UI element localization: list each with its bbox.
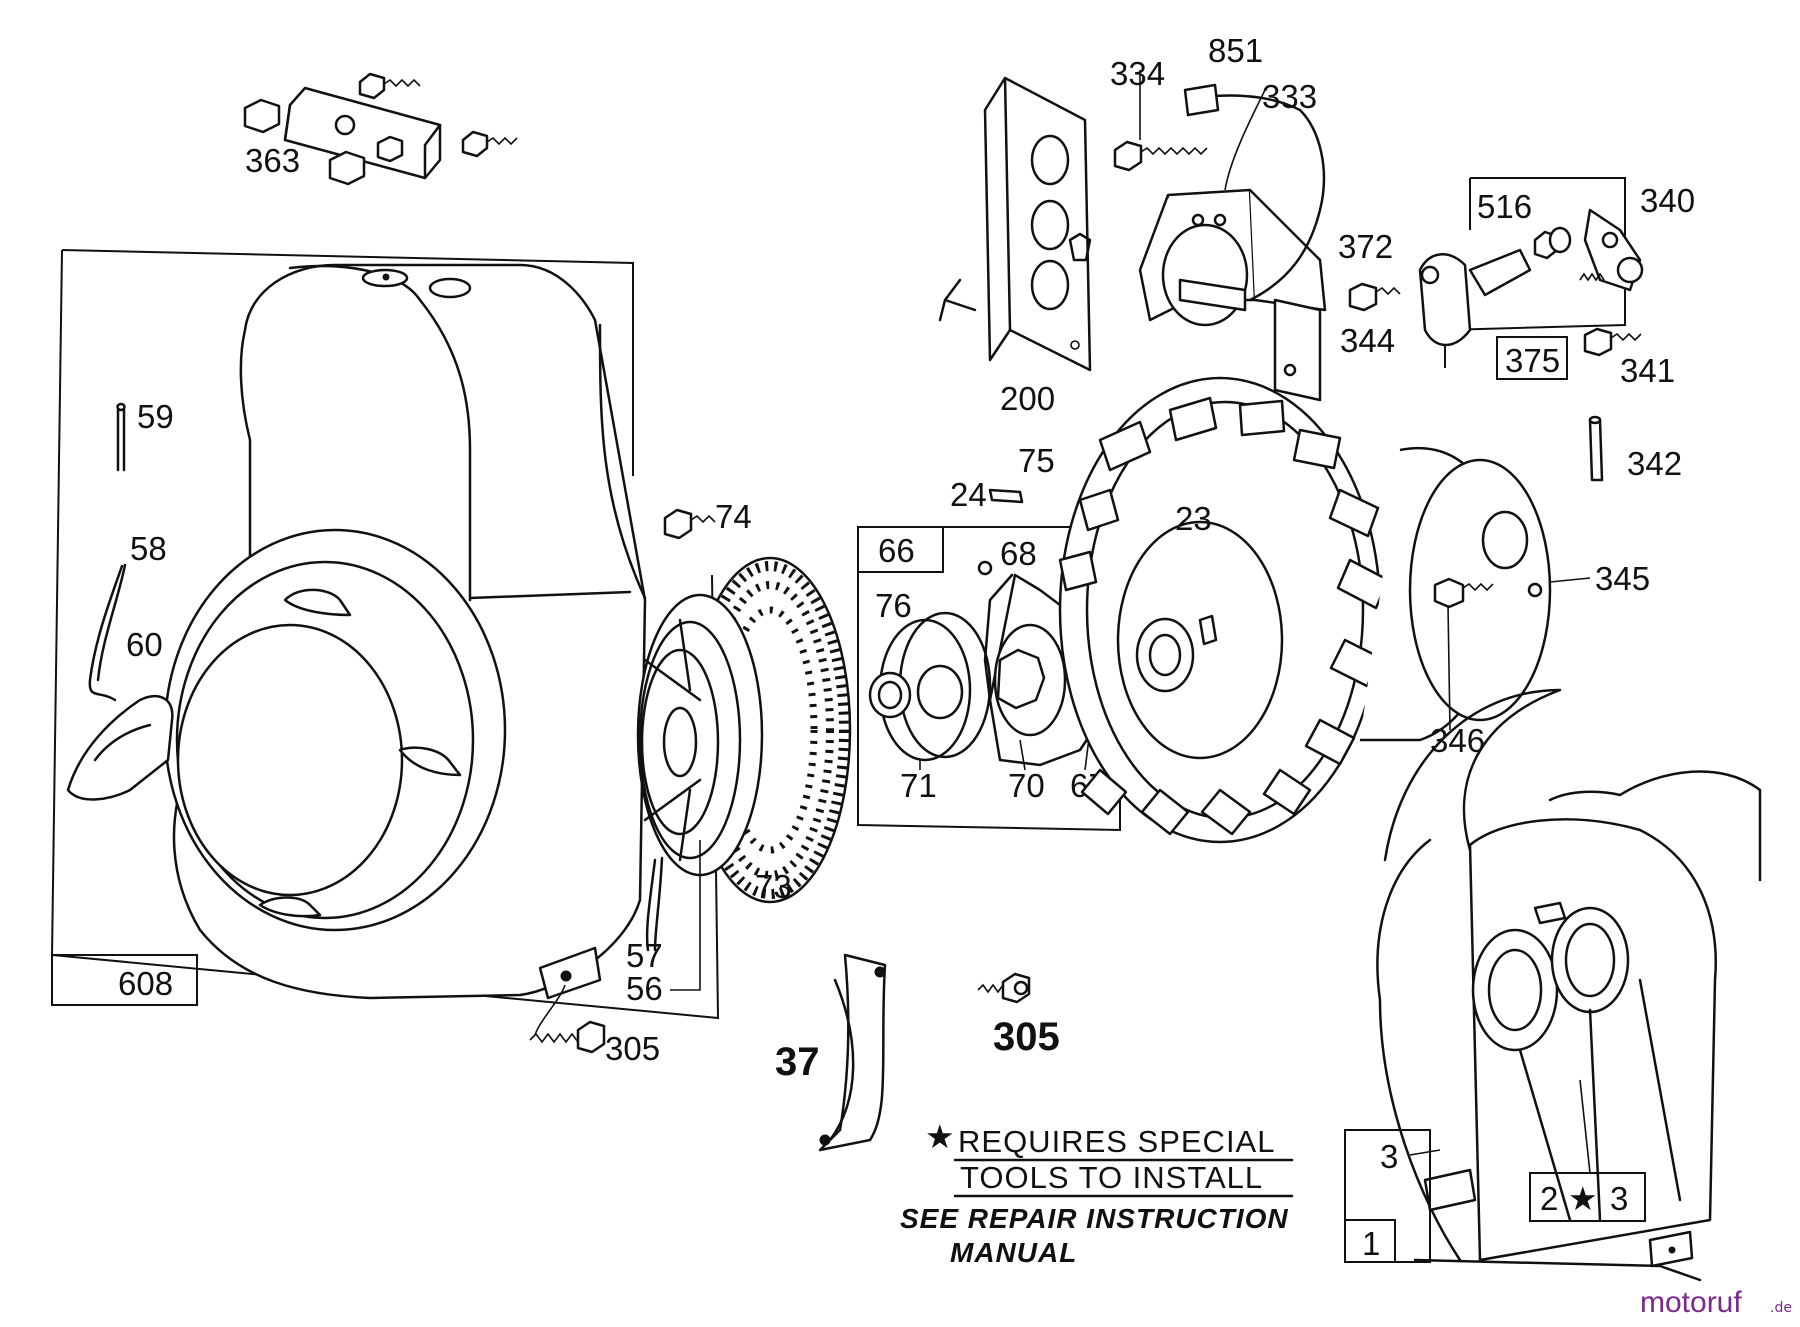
screw-344 [1348, 282, 1401, 312]
label-3-a: 3 [1380, 1138, 1398, 1175]
label-57: 57 [626, 937, 663, 974]
label-345: 345 [1595, 560, 1650, 597]
pin-342 [1588, 415, 1604, 482]
label-608: 608 [118, 965, 173, 1002]
label-516: 516 [1477, 188, 1532, 225]
label-1: 1 [1362, 1225, 1380, 1262]
label-73: 73 [755, 868, 792, 905]
label-71: 71 [900, 767, 937, 804]
shield-200 [938, 76, 1092, 372]
crankcase [1376, 688, 1762, 1282]
label-3-b: 3 [1610, 1180, 1628, 1217]
watermark-brand: motoruf [1640, 1286, 1742, 1319]
label-342: 342 [1627, 445, 1682, 482]
label-340: 340 [1640, 182, 1695, 219]
label-70: 70 [1008, 767, 1045, 804]
screw-icon [529, 984, 606, 1054]
label-372: 372 [1338, 228, 1393, 265]
label-363: 363 [245, 142, 300, 179]
bracket-363 [243, 72, 518, 186]
flywheel-fins [1058, 396, 1390, 836]
label-23: 23 [1175, 500, 1212, 537]
note-line-1: REQUIRES SPECIAL [958, 1124, 1275, 1159]
label-74: 74 [715, 498, 752, 535]
label-59: 59 [137, 398, 174, 435]
brake-box-375 [1418, 177, 1644, 380]
note-line-4: MANUAL [950, 1237, 1077, 1268]
label-334: 334 [1110, 55, 1165, 92]
watermark-suffix: .de [1770, 1300, 1792, 1316]
label-24: 24 [950, 476, 987, 513]
label-344: 344 [1340, 322, 1395, 359]
label-851: 851 [1208, 32, 1263, 69]
label-58: 58 [130, 530, 167, 567]
armature-333 [1113, 70, 1327, 402]
flywheel-23 [988, 376, 1552, 844]
label-346: 346 [1430, 722, 1485, 759]
note-line-2: TOOLS TO INSTALL [960, 1160, 1263, 1195]
star-icon: ★ [1568, 1180, 1598, 1217]
label-76: 76 [875, 587, 912, 624]
label-305-b: 305 [993, 1015, 1060, 1059]
label-2: 2 [1540, 1180, 1558, 1217]
blower-housing [163, 263, 647, 1000]
cover-37 [818, 953, 887, 1152]
label-37: 37 [775, 1040, 820, 1084]
label-200: 200 [1000, 380, 1055, 417]
label-341: 341 [1620, 352, 1675, 389]
label-375: 375 [1505, 342, 1560, 379]
watermark-logo: motoruf .de [1640, 1286, 1792, 1319]
label-75: 75 [1018, 442, 1055, 479]
label-305-a: 305 [605, 1030, 660, 1067]
bolt-icon [977, 972, 1031, 1004]
note-line-3: SEE REPAIR INSTRUCTION [900, 1203, 1289, 1234]
label-56: 56 [626, 970, 663, 1007]
label-66: 66 [878, 532, 915, 569]
rotating-screen-73 [636, 508, 852, 952]
label-333: 333 [1262, 78, 1317, 115]
label-60: 60 [126, 626, 163, 663]
special-tools-note: ★ REQUIRES SPECIAL TOOLS TO INSTALL SEE … [900, 1118, 1294, 1268]
label-68: 68 [1000, 535, 1037, 572]
starter-handle-assembly [66, 402, 174, 801]
note-star-icon: ★ [925, 1118, 955, 1155]
